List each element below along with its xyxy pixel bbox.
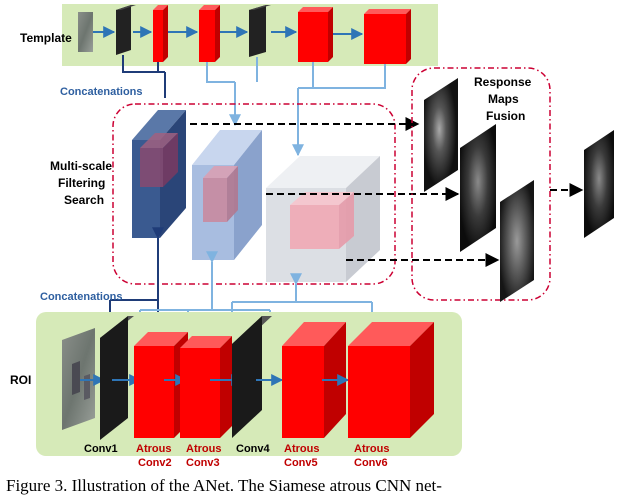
template-block-conv2: [153, 5, 168, 62]
layer-label-conv4: Conv4: [236, 443, 271, 455]
layer-label-conv5-line2: Conv5: [284, 457, 318, 469]
search-label-line1: Multi-scale: [50, 159, 112, 173]
search-label-line3: Search: [64, 193, 104, 207]
fusion-label-line1: Response: [474, 75, 532, 89]
fusion-label-line3: Fusion: [486, 109, 525, 123]
template-block-conv4: [249, 5, 271, 57]
search-cube-small: [132, 110, 186, 238]
fusion-label-line2: Maps: [488, 92, 519, 106]
template-patch-image: [78, 12, 93, 52]
fused-response-map: [584, 130, 614, 238]
layer-label-conv6-line2: Conv6: [354, 457, 388, 469]
roi-block-conv5: [282, 322, 346, 438]
layer-label-conv3-line1: Atrous: [186, 443, 221, 455]
response-map-2: [460, 124, 496, 252]
template-block-conv3: [199, 5, 220, 62]
template-block-conv5: [298, 7, 333, 62]
roi-block-conv3: [180, 336, 232, 438]
roi-block-conv1: [100, 316, 134, 440]
roi-block-conv4: [232, 316, 272, 438]
layer-label-conv2-line2: Conv2: [138, 457, 172, 469]
concatenations-bottom-label: Concatenations: [40, 291, 123, 303]
search-cube-large: [266, 156, 380, 282]
template-block-conv6: [364, 9, 411, 64]
template-label: Template: [20, 31, 72, 45]
roi-block-conv6: [348, 322, 434, 438]
layer-labels: Conv1 Atrous Conv2 Atrous Conv3 Conv4 At…: [84, 443, 389, 469]
roi-image: [62, 328, 95, 430]
layer-label-conv2-line1: Atrous: [136, 443, 171, 455]
layer-label-conv6-line1: Atrous: [354, 443, 389, 455]
roi-label: ROI: [10, 373, 31, 387]
concatenations-top-label: Concatenations: [60, 86, 143, 98]
roi-block-conv2: [134, 332, 188, 438]
anet-architecture-diagram: Template: [10, 4, 614, 469]
figure-caption: Figure 3. Illustration of the ANet. The …: [6, 476, 442, 495]
search-dashed-box: [112, 103, 396, 285]
response-map-1: [424, 78, 458, 192]
search-cube-medium: [192, 130, 262, 260]
search-to-response-arrows: [190, 117, 500, 267]
layer-label-conv3-line2: Conv3: [186, 457, 220, 469]
layer-label-conv1: Conv1: [84, 443, 118, 455]
search-label-line2: Filtering: [58, 176, 105, 190]
template-block-conv1: [116, 5, 136, 55]
layer-label-conv5-line1: Atrous: [284, 443, 319, 455]
response-map-3: [500, 180, 534, 302]
